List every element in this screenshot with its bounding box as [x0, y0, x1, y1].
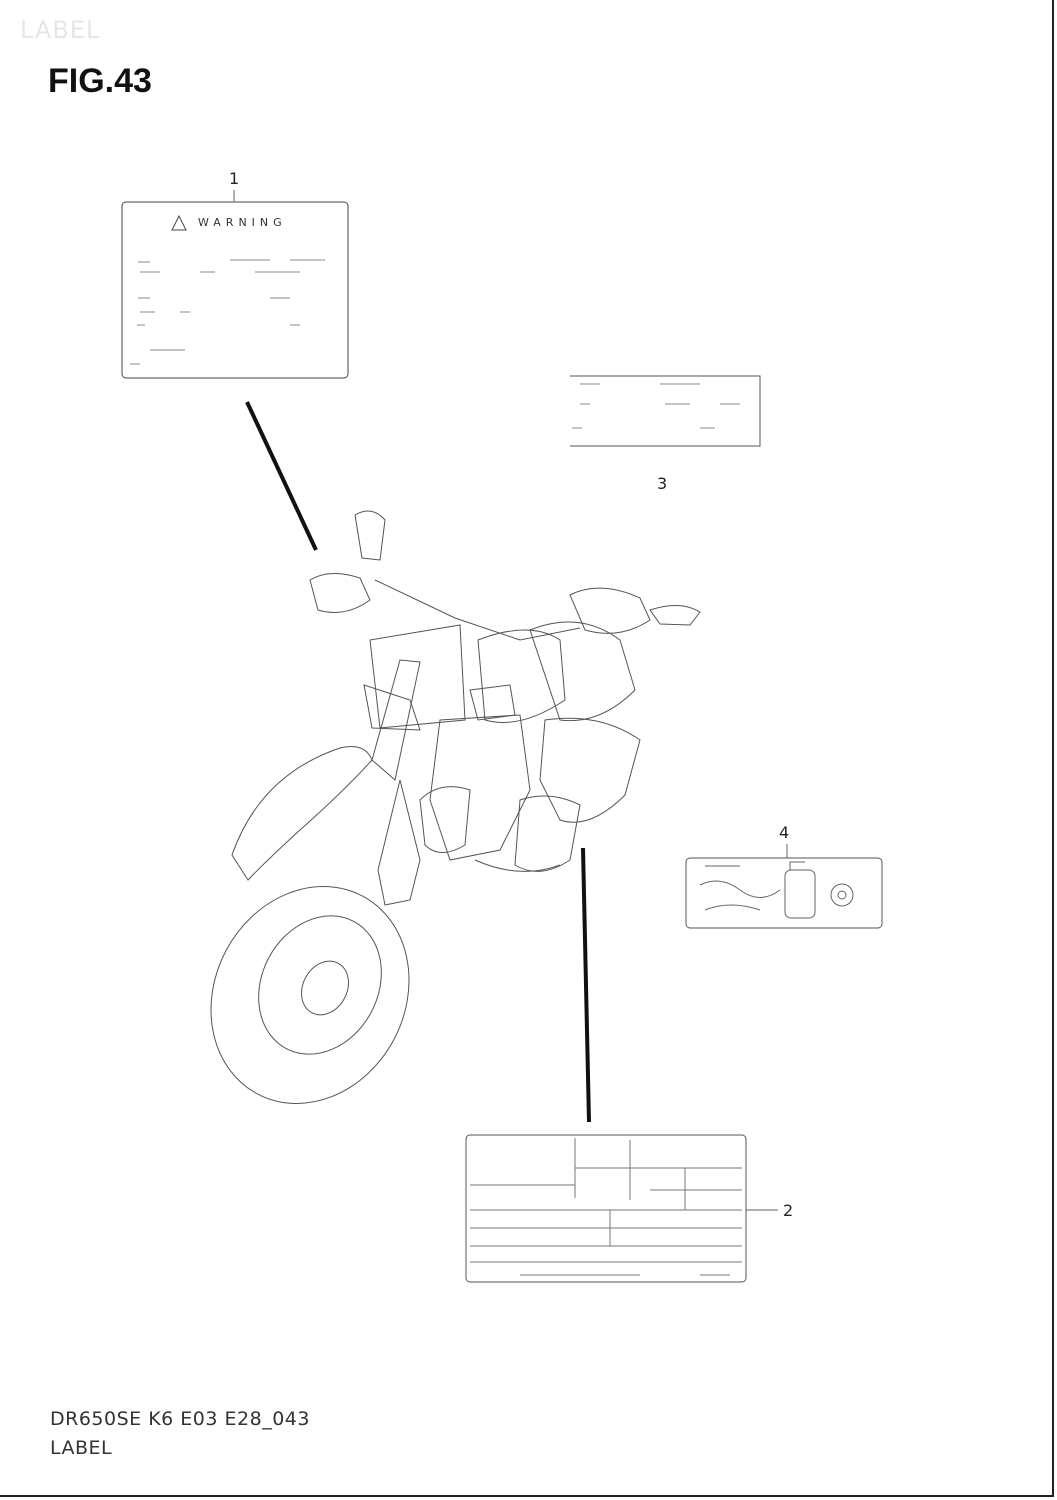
callout-3: 3 — [657, 474, 667, 493]
label-2-information[interactable] — [465, 1134, 747, 1283]
warning-triangle-icon — [171, 214, 187, 231]
callout-1: 1 — [229, 169, 239, 188]
leader-line-2 — [581, 847, 591, 1123]
diagram-code: DR650SE K6 E03 E28_043 — [50, 1408, 310, 1430]
diagram-name: LABEL — [50, 1437, 113, 1459]
label-4-pictogram[interactable] — [685, 857, 883, 929]
leader-line-1 — [245, 401, 318, 551]
motorcycle-illustration — [210, 510, 701, 1104]
callout-2: 2 — [783, 1201, 793, 1220]
label-1-warning-text: WARNING — [198, 216, 287, 229]
figure-title: FIG.43 — [48, 62, 152, 100]
label-3-small[interactable] — [570, 375, 761, 447]
watermark: LABEL — [20, 16, 101, 44]
callout-4: 4 — [779, 823, 789, 842]
label-1-warning[interactable]: WARNING — [121, 201, 349, 379]
